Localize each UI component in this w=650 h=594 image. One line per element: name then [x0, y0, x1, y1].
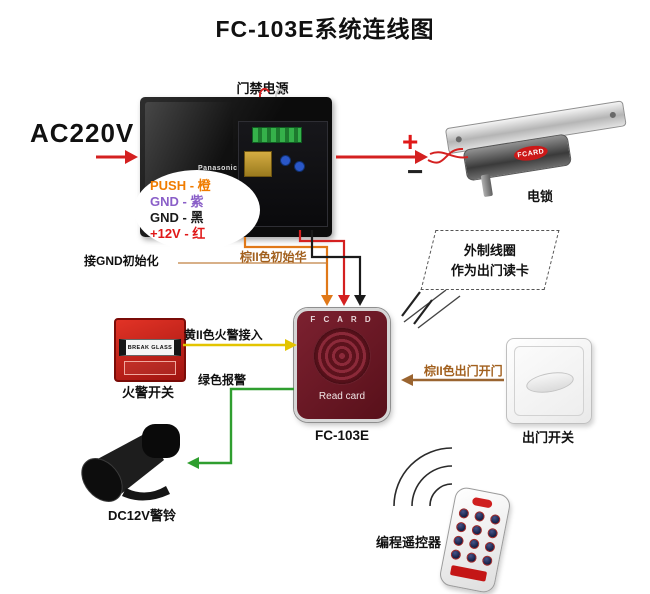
electric-lock: FCARD	[440, 82, 636, 200]
reader-brand-letters: F C A R D	[310, 315, 374, 324]
card-reader: F C A R D Read card	[294, 308, 390, 422]
ac-power-arrow	[96, 150, 138, 164]
plus-sign: +	[402, 126, 419, 157]
brown-init-label: 棕II色初始华	[240, 250, 307, 264]
reader-speaker-rings	[313, 327, 371, 385]
diagram-title: FC-103E系统连线图	[215, 16, 435, 42]
green-wire	[187, 387, 294, 469]
reader-label: FC-103E	[314, 428, 370, 443]
remote-key	[484, 541, 496, 553]
remote-led	[471, 496, 493, 509]
remote-key	[481, 554, 494, 567]
power-supply-label: 门禁电源	[236, 81, 289, 96]
fire-switch: BREAK GLASS	[114, 318, 186, 382]
power-brand-label: Panasonic	[198, 165, 238, 172]
rf-waves	[393, 447, 453, 507]
ext-coil-note: 外制线圈 作为出门读卡	[420, 230, 560, 290]
remote-key	[489, 513, 502, 526]
fire-switch-panel: BREAK GLASS	[119, 339, 181, 356]
remote-key	[452, 535, 465, 547]
green-alarm-label: 绿色报警	[198, 373, 247, 387]
remote-key	[471, 524, 483, 537]
ac-input-label: AC220V	[30, 118, 135, 148]
wire-key-line: GND - 紫	[150, 193, 204, 209]
capacitor	[280, 155, 291, 166]
fire-switch-button-area	[124, 361, 176, 375]
lock-label: 电锁	[526, 189, 553, 204]
ext-coil-line2: 作为出门读卡	[450, 262, 529, 277]
black-wire	[310, 230, 366, 306]
bell-driver	[142, 424, 180, 458]
exit-switch	[506, 338, 592, 424]
exit-switch-faceplate	[514, 346, 584, 416]
wire-key-line: GND - 黑	[150, 210, 204, 225]
remote-control	[437, 485, 513, 594]
capacitor	[294, 161, 305, 172]
brown-exit-label: 棕II色出门开门	[424, 364, 503, 378]
fire-switch-label: 火警开关	[121, 385, 174, 400]
coil-break-slashes	[401, 289, 461, 329]
wire-key-line: +12V - 红	[150, 226, 206, 242]
minus-sign: −	[407, 156, 424, 187]
exit-switch-button	[524, 368, 576, 397]
remote-key	[449, 548, 462, 561]
remote-key	[473, 510, 486, 523]
remote-label: 编程遥控器	[376, 535, 442, 550]
wire-key-line: PUSH - 橙	[150, 177, 211, 193]
remote-brand-strip	[449, 565, 488, 582]
terminal-block	[252, 127, 302, 143]
yellow-fire-label: 黄II色火警接入	[184, 328, 263, 342]
remote-key	[458, 507, 470, 520]
ext-coil-note-text: 外制线圈 作为出门读卡	[451, 241, 529, 280]
remote-key	[465, 551, 478, 564]
red-wire	[298, 230, 350, 306]
bell-bracket	[122, 486, 170, 501]
bell-horn-cone	[92, 432, 164, 498]
ext-coil-line1: 外制线圈	[463, 242, 516, 258]
bell-horn-mouth	[81, 458, 123, 502]
reader-screen-text: Read card	[318, 391, 366, 402]
screw-hole	[455, 135, 463, 143]
remote-keypad	[449, 507, 502, 567]
bell-label: DC12V警铃	[108, 508, 176, 523]
transformer	[244, 151, 272, 177]
exit-switch-label: 出门开关	[521, 430, 574, 445]
remote-key	[486, 527, 499, 540]
remote-key	[455, 521, 468, 533]
screw-hole	[609, 111, 617, 119]
gnd-init-label: 接GND初始化	[84, 254, 159, 268]
wire-color-key: PUSH - 橙 GND - 紫 GND - 黑 +12V - 红	[134, 170, 260, 250]
remote-key	[468, 538, 481, 550]
